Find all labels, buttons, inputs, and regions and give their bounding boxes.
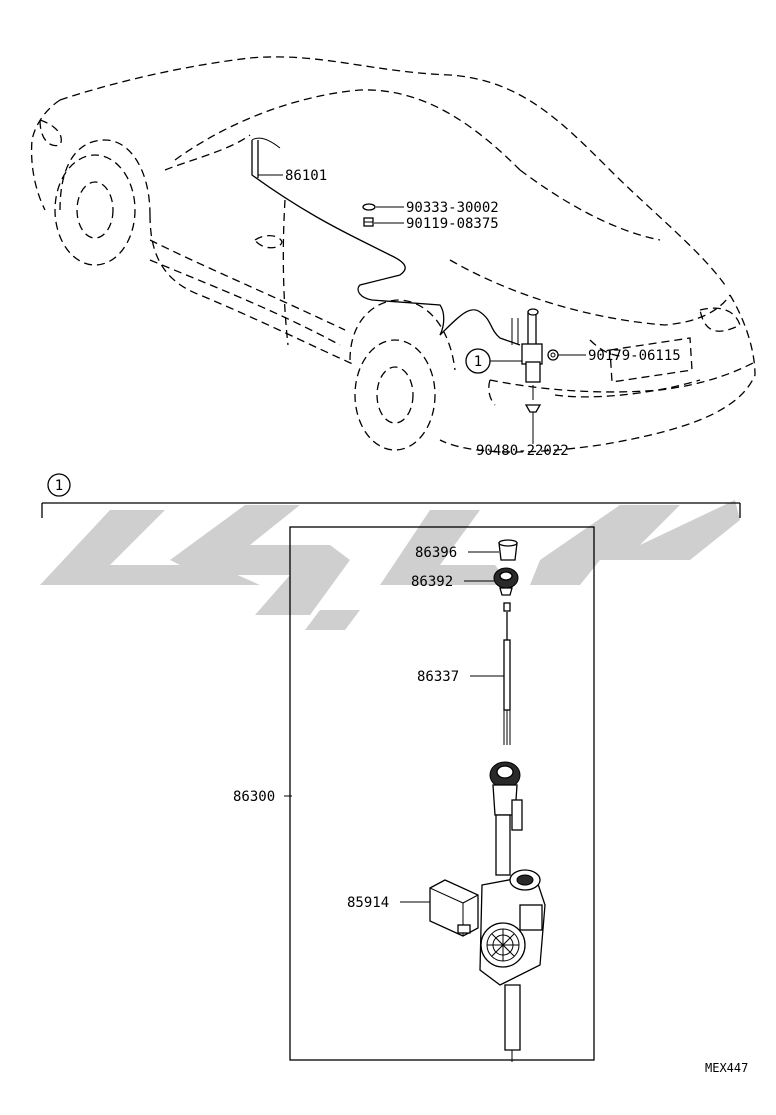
watermark-logo: [40, 500, 740, 630]
nut-90119: [363, 217, 374, 227]
grommet-90333: [362, 203, 376, 211]
section-marker-label: 1: [55, 478, 63, 494]
module-85914: [429, 879, 479, 937]
washer-90179: [547, 349, 559, 361]
leader-lines-box: [284, 551, 504, 903]
callout-marker-label: 1: [474, 354, 482, 370]
labels-top: 86101 90333-30002 90119-08375 90179-0611…: [285, 168, 681, 459]
callout-marker-car: 1: [465, 348, 491, 374]
label-86300: 86300: [233, 789, 275, 805]
assembly-box: [289, 526, 595, 1061]
antenna-cord: [251, 137, 521, 346]
label-86101: 86101: [285, 168, 327, 184]
bezel-86392: [493, 567, 519, 596]
label-85914: 85914: [347, 895, 389, 911]
mast-86337: [503, 602, 511, 745]
label-90333-30002: 90333-30002: [406, 200, 499, 216]
label-90179-06115: 90179-06115: [588, 348, 681, 364]
label-90119-08375: 90119-08375: [406, 216, 499, 232]
label-86392: 86392: [411, 574, 453, 590]
motor-assembly: [479, 761, 546, 1062]
section-bracket: 1: [41, 473, 741, 518]
leader-lines-top: [258, 174, 586, 444]
label-90480-22022: 90480-22022: [476, 443, 569, 459]
antenna-on-car: [511, 308, 543, 413]
drawing-code: MEX447: [705, 1061, 748, 1075]
label-86337: 86337: [417, 669, 459, 685]
car-outline: [30, 56, 756, 453]
labels-box: 86396 86392 86337 86300 85914: [233, 545, 459, 911]
label-86396: 86396: [415, 545, 457, 561]
cap-86396: [498, 539, 518, 561]
